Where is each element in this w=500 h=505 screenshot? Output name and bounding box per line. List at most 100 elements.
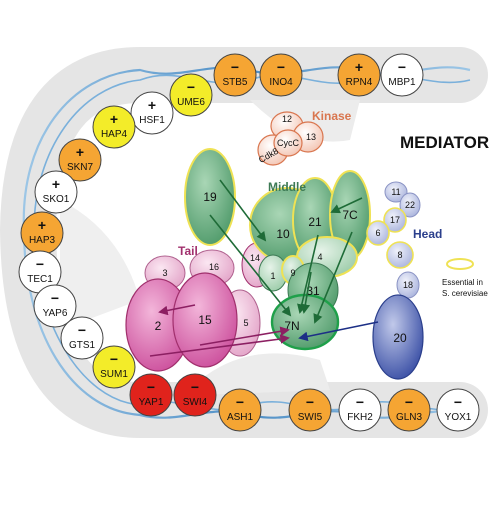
arrow-20-to-7n [298,321,379,342]
kinase-module: 12 CycC 13 Cdk8 Kinase [257,109,352,166]
kinase-module-label: Kinase [312,109,352,123]
arrow-19-to-7n [209,214,292,317]
tf-sign: + [148,97,156,113]
head-subunit-20 [372,294,424,380]
tf-sign: − [356,394,364,410]
tf-circle [92,105,136,149]
tf-name: GLN3 [396,412,423,423]
tf-circle [169,73,213,117]
head-module: 11 22 17 6 8 18 20 Head [366,181,442,380]
head-subunit-6 [366,220,390,246]
tail-label-16: 16 [209,262,219,272]
arrow-7c-to-21 [330,197,363,214]
track-arm-bottom [200,353,330,395]
middle-label-10: 10 [276,227,290,241]
tf-circle [338,388,382,432]
tf-sign: + [52,176,60,192]
tf-sign: + [76,144,84,160]
head-label-20: 20 [393,331,407,345]
tf-hsf1: +HSF1 [130,91,174,135]
tf-stb5: − STB5 [213,53,257,97]
interaction-arrows [149,179,379,357]
tf-swi5: − SWI5 [288,388,332,432]
tf-sign: − [191,379,199,395]
tf-skn7: + SKN7 [58,138,102,182]
tf-circle [92,345,136,389]
head-label-11: 11 [391,187,400,197]
tf-ino4: − INO4 [259,53,303,97]
kinase-subunit-cycc [273,129,303,157]
diagram-title: MEDIATOR [400,133,489,152]
tf-hap3: +HAP3 [20,211,64,255]
tf-sign: + [38,217,46,233]
middle-module: 19 10 21 7C 4 14 1 9 31 7N Middle [184,148,371,351]
head-module-label: Head [413,227,442,241]
tf-name: SUM1 [100,369,128,380]
head-label-22: 22 [405,200,415,210]
tf-yap1: −YAP1 [129,373,173,417]
tf-ash1: − ASH1 [218,388,262,432]
tf-name: SKN7 [67,162,94,173]
head-label-18: 18 [403,280,413,290]
tf-swi4: − SWI4 [173,373,217,417]
tf-name: MBP1 [388,77,416,88]
tf-sign: − [398,59,406,75]
head-label-6: 6 [375,228,380,238]
kinase-label-12: 12 [282,114,292,124]
tf-layer: −MBP1+RPN4−INO4−STB5−UME6+HSF1+HAP4+SKN7… [18,53,480,432]
tf-name: STB5 [222,77,247,88]
middle-label-7c: 7C [342,208,358,222]
tail-module: 3 16 2 15 5 Tail [125,244,261,372]
arrow-19-to-10 [219,179,267,242]
tf-name: SWI4 [183,397,208,408]
tf-circle [380,53,424,97]
head-subunit-11 [384,181,408,203]
arrow-15-to-7n [199,326,290,346]
tf-circle [288,388,332,432]
tf-name: HAP4 [101,129,128,140]
tf-sign: − [36,256,44,272]
tf-sign: − [51,290,59,306]
tf-circle [387,388,431,432]
head-label-8: 8 [397,250,402,260]
tf-circle [130,91,174,135]
tail-label-5: 5 [243,318,248,328]
head-label-17: 17 [390,215,400,225]
tf-name: SWI5 [298,412,323,423]
tf-sign: − [454,394,462,410]
middle-subunit-19 [184,148,236,246]
head-subunit-17 [383,207,407,233]
middle-label-9: 9 [290,268,295,278]
tf-name: YOX1 [445,412,472,423]
middle-label-21: 21 [308,215,322,229]
tf-circle [33,284,77,328]
tail-label-3: 3 [162,268,167,278]
tf-circle [259,53,303,97]
tf-sign: − [78,322,86,338]
tf-circle [129,373,173,417]
tf-circle [213,53,257,97]
arrow-15-to-2 [158,304,196,316]
tf-name: INO4 [269,77,293,88]
tf-yox1: − YOX1 [436,388,480,432]
middle-label-19: 19 [203,190,217,204]
tf-name: ASH1 [227,412,254,423]
tf-ume6: −UME6 [169,73,213,117]
kinase-label-13: 13 [306,132,316,142]
middle-module-label: Middle [268,180,306,194]
tf-sign: − [231,59,239,75]
tf-sign: − [277,59,285,75]
tf-sign: − [236,394,244,410]
tf-sign: − [306,394,314,410]
tf-name: UME6 [177,97,205,108]
tf-sign: + [355,59,363,75]
tf-sign: + [110,111,118,127]
tf-rpn4: +RPN4 [337,53,381,97]
track-arm-left [60,200,140,330]
middle-label-1: 1 [270,271,275,281]
track-arm-top [250,100,360,142]
tf-circle [218,388,262,432]
tf-name: SKO1 [43,194,70,205]
tf-circle [337,53,381,97]
